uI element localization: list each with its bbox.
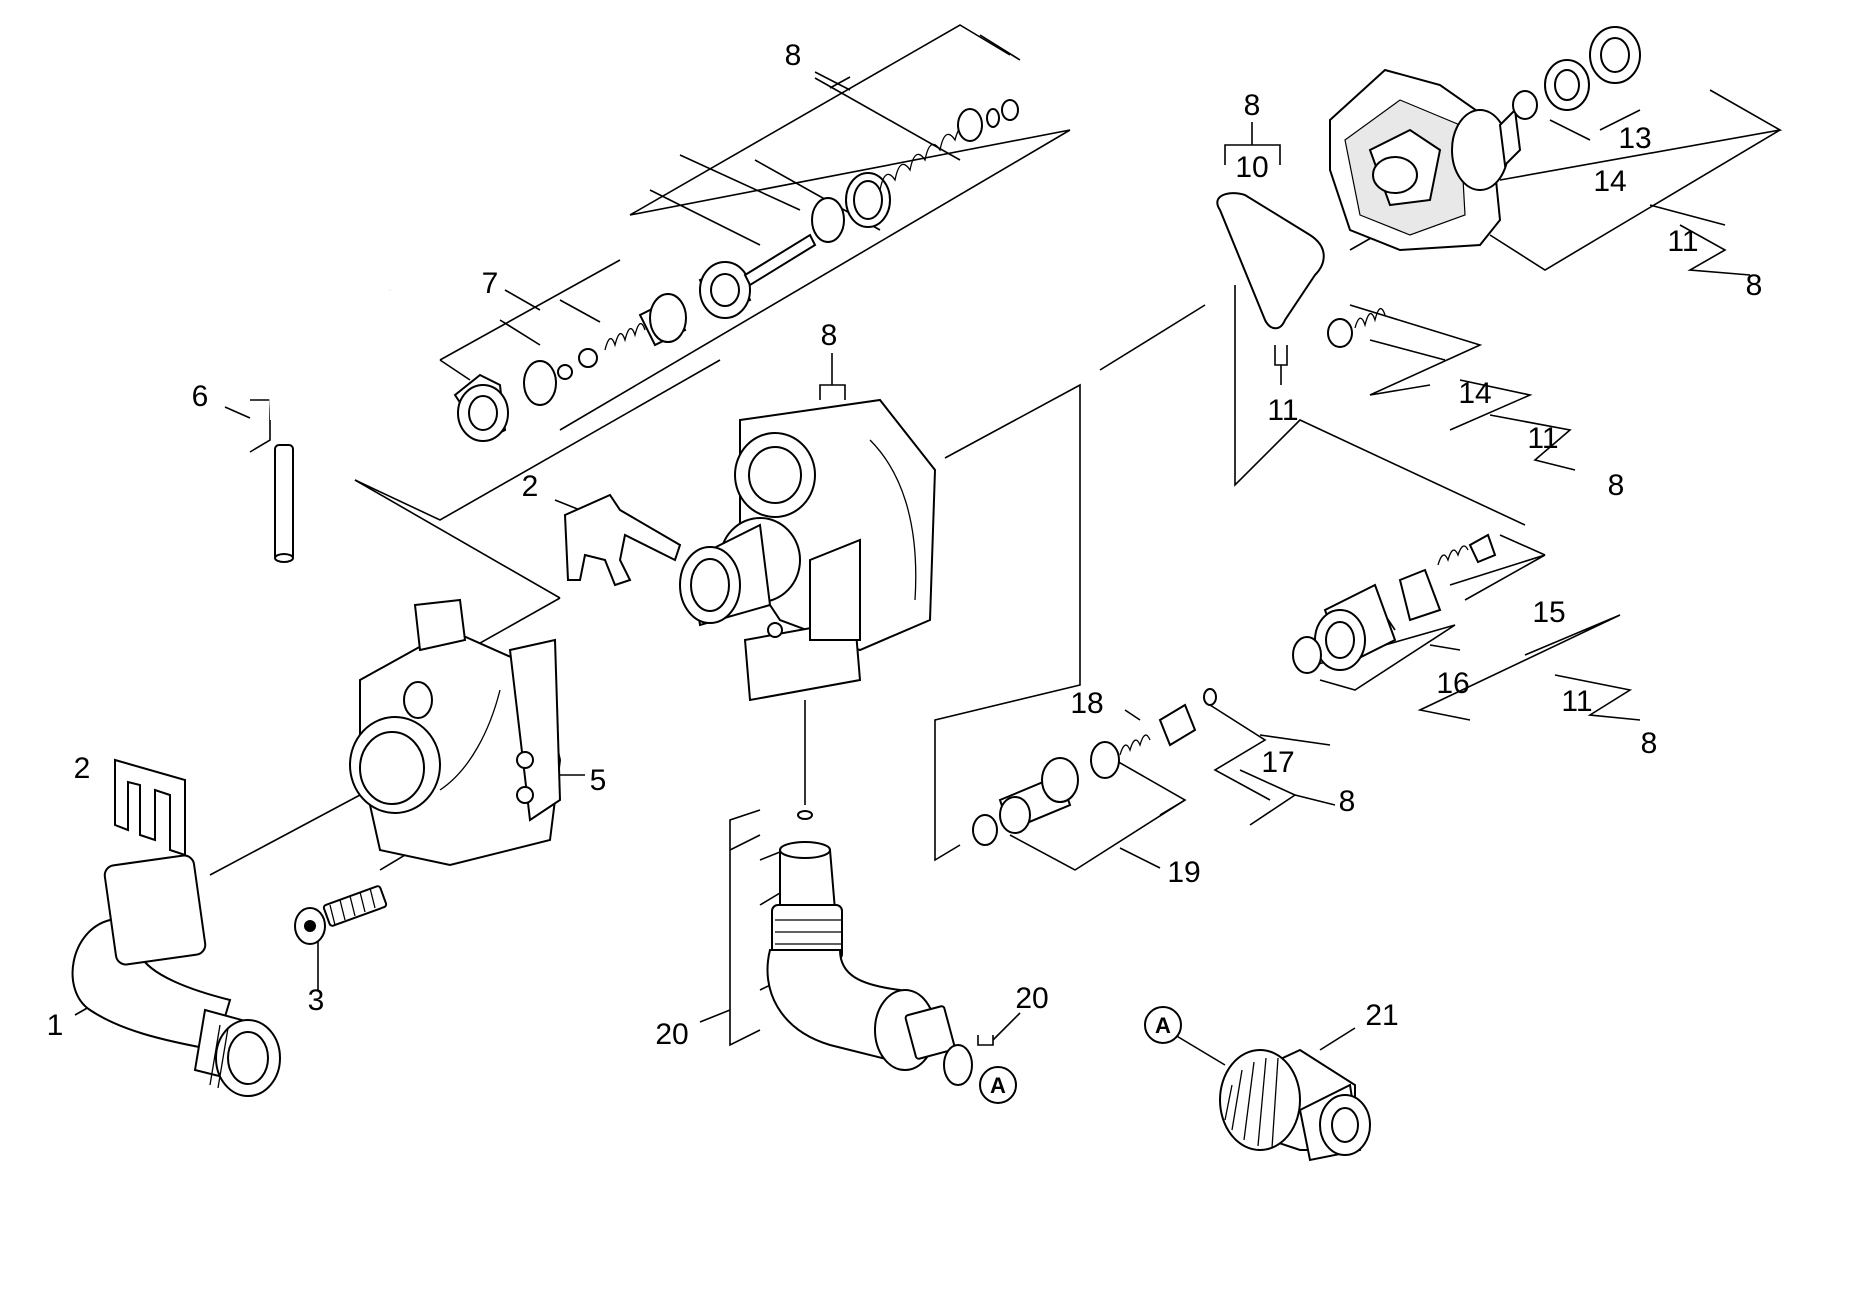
part-clip-left bbox=[114, 758, 186, 857]
part-valve-cartridge-top bbox=[698, 99, 1019, 319]
callout-14-top: 14 bbox=[1593, 165, 1626, 198]
callout-17: 17 bbox=[1261, 746, 1294, 779]
part-elbow-pipe bbox=[71, 854, 281, 1097]
callout-11-low: 11 bbox=[1561, 685, 1592, 718]
marker-a-text-1: A bbox=[1155, 1013, 1171, 1038]
part-screw bbox=[294, 885, 388, 945]
part-pump-head bbox=[1329, 26, 1641, 252]
callout-8-top-right: 8 bbox=[1746, 269, 1763, 302]
callout-11-mid: 11 bbox=[1527, 422, 1558, 455]
callout-8-17: 8 bbox=[1339, 785, 1356, 818]
part-hose-straight bbox=[274, 444, 294, 563]
part-valve-19 bbox=[972, 688, 1217, 846]
callout-10: 10 bbox=[1235, 151, 1268, 184]
callout-labels: 1 2 2 3 5 6 7 8 8 8 10 11 13 14 11 8 14 … bbox=[47, 39, 1763, 1051]
callout-2-center: 2 bbox=[522, 470, 539, 503]
part-hose-curved bbox=[199, 174, 401, 421]
callout-20-left: 20 bbox=[655, 1018, 688, 1051]
part-clip-center bbox=[563, 493, 682, 587]
callout-15: 15 bbox=[1532, 596, 1565, 629]
callout-8-low-right: 8 bbox=[1641, 727, 1658, 760]
callout-3: 3 bbox=[308, 984, 325, 1017]
part-center-manifold bbox=[679, 398, 937, 702]
callout-20-right: 20 bbox=[1015, 982, 1048, 1015]
callout-5: 5 bbox=[590, 764, 607, 797]
callout-11-top: 11 bbox=[1667, 225, 1698, 258]
part-valve-16 bbox=[1292, 533, 1497, 674]
callout-14-mid: 14 bbox=[1458, 377, 1491, 410]
part-pump-housing bbox=[349, 598, 562, 867]
callout-8-mid-right: 8 bbox=[1608, 469, 1625, 502]
callout-1: 1 bbox=[47, 1009, 64, 1042]
callout-21: 21 bbox=[1365, 999, 1398, 1032]
marker-a-text-2: A bbox=[990, 1073, 1006, 1098]
callout-13: 13 bbox=[1618, 122, 1651, 155]
callout-7: 7 bbox=[482, 267, 499, 300]
part-spring-valve-14 bbox=[1327, 308, 1386, 348]
marker-a-circle-2: A bbox=[979, 1066, 1017, 1104]
part-valve-cartridge-left bbox=[453, 293, 687, 442]
part-elbow-inlet bbox=[766, 810, 973, 1086]
callout-8-top: 8 bbox=[785, 39, 802, 72]
callout-11-ring: 11 bbox=[1267, 394, 1298, 427]
callout-19: 19 bbox=[1167, 856, 1200, 889]
callout-18: 18 bbox=[1070, 687, 1103, 720]
callout-2-left: 2 bbox=[74, 752, 91, 785]
part-ring-10 bbox=[1216, 192, 1325, 330]
callout-8-center: 8 bbox=[821, 319, 838, 352]
marker-a-circle-1: A bbox=[1144, 1006, 1182, 1044]
part-coupling-21 bbox=[1219, 1048, 1371, 1162]
callout-8-ring: 8 bbox=[1244, 89, 1261, 122]
leader-lines bbox=[74, 24, 1783, 1066]
callout-6: 6 bbox=[192, 380, 209, 413]
callout-16: 16 bbox=[1436, 667, 1469, 700]
